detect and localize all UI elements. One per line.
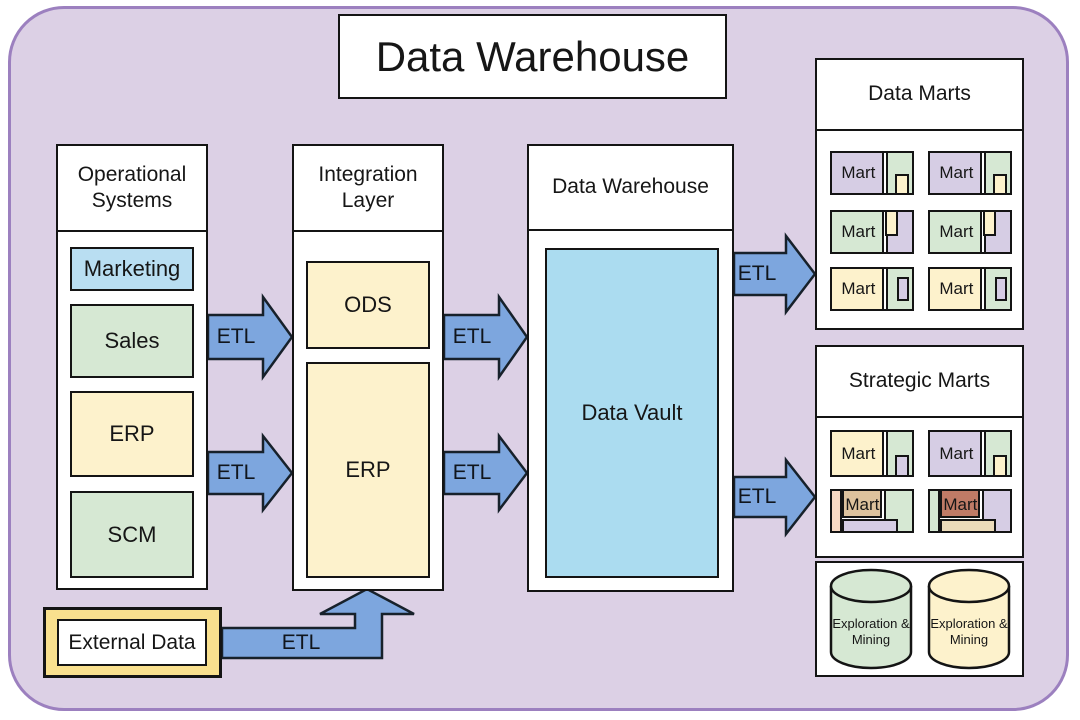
mart-label: Mart — [841, 163, 876, 182]
data-mart-4: Mart — [928, 210, 1012, 254]
mart-label: Mart — [939, 279, 974, 298]
data-mart-1: Mart — [830, 151, 914, 195]
operational-item-scm: SCM — [70, 491, 194, 578]
etl-label-4: ETL — [452, 461, 492, 484]
exploration-mining-cylinder-yellow: Exploration & Mining — [927, 568, 1011, 671]
strategic-mart-2: Mart — [928, 430, 1012, 477]
data-mart-2: Mart — [928, 151, 1012, 195]
mart-label: Mart — [841, 222, 876, 241]
integration-layer-title: Integration Layer — [294, 146, 442, 232]
exploration-mining-cylinder-green: Exploration & Mining — [829, 568, 913, 671]
operational-item-erp: ERP — [70, 391, 194, 477]
mart-label: Mart — [939, 222, 974, 241]
operational-systems-panel: Operational Systems Marketing Sales ERP … — [56, 144, 208, 590]
mart-label: Mart — [939, 443, 974, 463]
data-mart-6: Mart — [928, 267, 1012, 311]
external-data-outer-box: External Data — [43, 607, 222, 678]
strategic-mart-4: Mart — [928, 489, 1012, 533]
mart-label: Mart — [841, 279, 876, 298]
integration-item-ods: ODS — [306, 261, 430, 349]
etl-label-6: ETL — [737, 485, 777, 508]
etl-label-7: ETL — [281, 631, 321, 654]
etl-label-5: ETL — [737, 262, 777, 285]
operational-item-sales: Sales — [70, 304, 194, 378]
data-mart-3: Mart — [830, 210, 914, 254]
data-warehouse-panel: Data Warehouse Data Vault — [527, 144, 734, 592]
etl-label-3: ETL — [452, 325, 492, 348]
data-vault-box: Data Vault — [545, 248, 719, 578]
exploration-mining-label: Exploration & Mining — [832, 616, 910, 648]
database-cylinder-icon — [829, 568, 913, 670]
mart-label: Mart — [845, 495, 880, 515]
data-warehouse-panel-title: Data Warehouse — [529, 146, 732, 231]
exploration-mining-box: Exploration & Mining Exploration & Minin… — [815, 561, 1024, 677]
data-mart-5: Mart — [830, 267, 914, 311]
etl-label-2: ETL — [216, 461, 256, 484]
mart-label: Mart — [841, 443, 876, 463]
integration-layer-panel: Integration Layer ODS ERP — [292, 144, 444, 591]
exploration-mining-label: Exploration & Mining — [930, 616, 1008, 648]
operational-item-marketing: Marketing — [70, 247, 194, 291]
diagram-title: Data Warehouse — [338, 14, 727, 99]
external-data-box: External Data — [57, 619, 207, 666]
strategic-mart-3: Mart — [830, 489, 914, 533]
strategic-mart-1: Mart — [830, 430, 914, 477]
data-marts-title: Data Marts — [817, 60, 1022, 131]
operational-systems-title: Operational Systems — [58, 146, 206, 232]
strategic-marts-title: Strategic Marts — [817, 347, 1022, 418]
mart-label: Mart — [939, 163, 974, 182]
etl-label-1: ETL — [216, 325, 256, 348]
mart-label: Mart — [943, 495, 978, 515]
integration-item-erp: ERP — [306, 362, 430, 578]
database-cylinder-icon — [927, 568, 1011, 670]
